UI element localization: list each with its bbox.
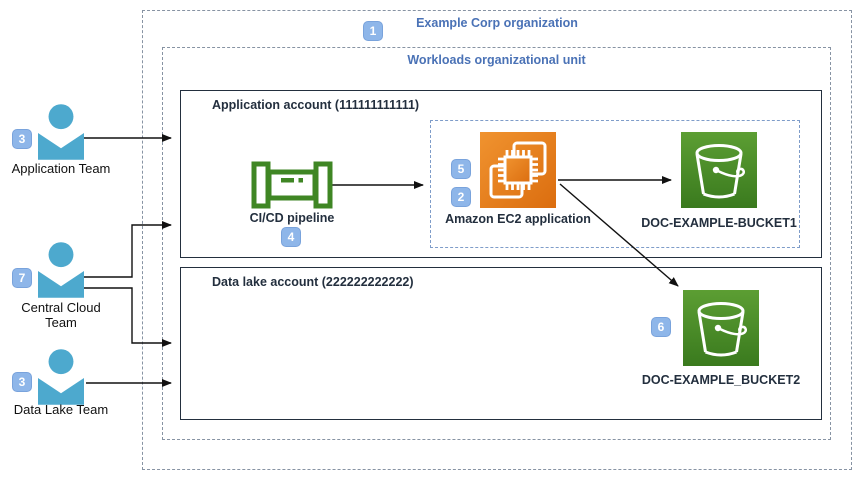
application-team-label: Application Team [11, 161, 111, 176]
data-lake-account-box [180, 267, 822, 420]
step-badge-4: 4 [281, 227, 301, 247]
org-unit-title: Workloads organizational unit [407, 53, 586, 67]
step-badge-6: 6 [651, 317, 671, 337]
data-lake-team-label: Data Lake Team [13, 402, 109, 417]
step-badge-3-application-team: 3 [12, 129, 32, 149]
step-badge-2: 2 [451, 187, 471, 207]
data-lake-team-user-icon [38, 349, 84, 405]
step-badge-3-data-lake-team: 3 [12, 372, 32, 392]
step-badge-1: 1 [363, 21, 383, 41]
amazon-ec2-icon [480, 132, 556, 208]
s3-bucket1-label: DOC-EXAMPLE-BUCKET1 [641, 216, 797, 230]
s3-bucket2-label: DOC-EXAMPLE_BUCKET2 [641, 373, 801, 387]
central-cloud-team-user-icon [38, 242, 84, 298]
cicd-pipeline-icon [251, 161, 333, 209]
application-team-user-icon [38, 104, 84, 160]
central-cloud-team-label: Central Cloud Team [21, 300, 101, 330]
data-lake-account-title: Data lake account (222222222222) [212, 275, 414, 289]
organization-title: Example Corp organization [416, 16, 578, 30]
step-badge-5: 5 [451, 159, 471, 179]
s3-bucket1-icon [681, 132, 757, 208]
step-badge-7: 7 [12, 268, 32, 288]
application-account-box [180, 90, 822, 258]
application-account-title: Application account (111111111111) [212, 98, 420, 112]
s3-bucket2-icon [683, 290, 759, 366]
cicd-pipeline-label: CI/CD pipeline [249, 211, 335, 225]
amazon-ec2-label: Amazon EC2 application [445, 212, 591, 226]
